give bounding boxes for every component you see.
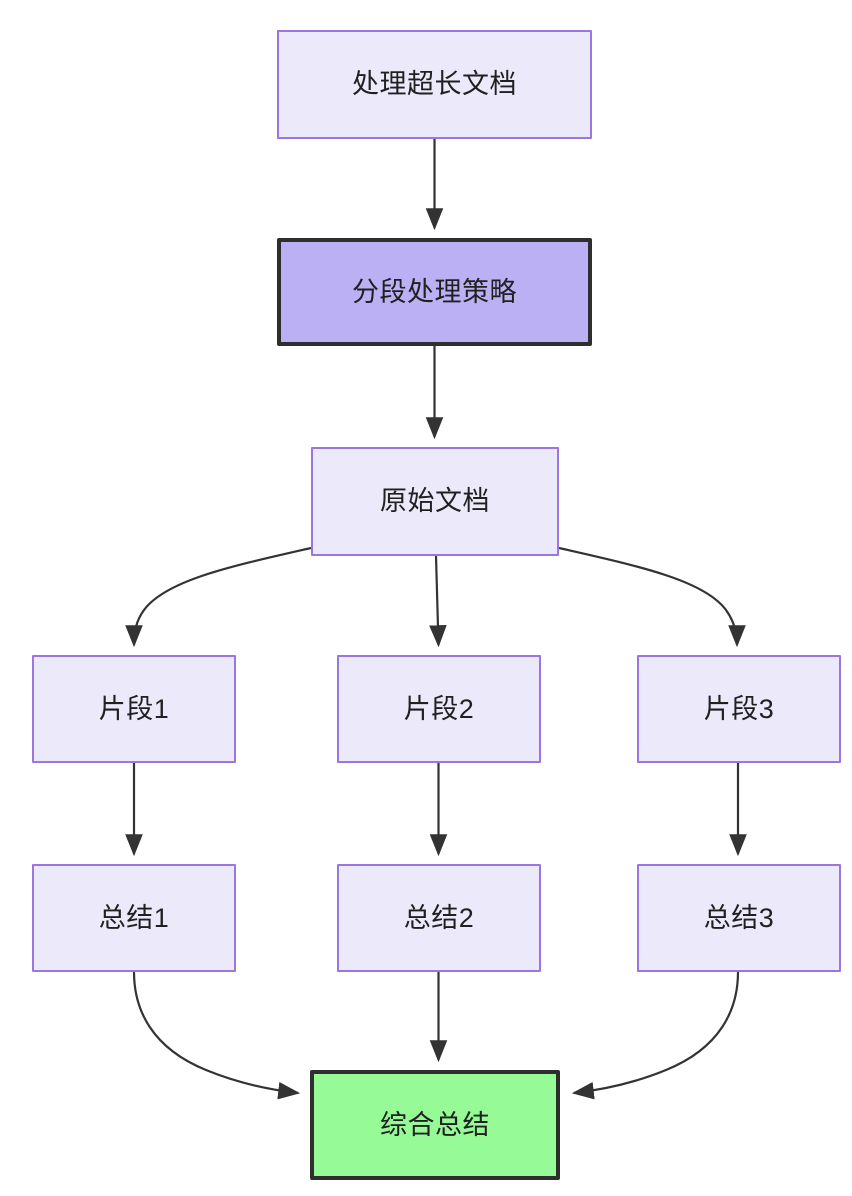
node-process-long-document[interactable]: 处理超长文档	[277, 30, 592, 139]
node-chunk-2[interactable]: 片段2	[337, 655, 541, 763]
node-label: 总结1	[98, 902, 170, 933]
node-label: 综合总结	[380, 1109, 490, 1140]
node-summary-2[interactable]: 总结2	[337, 864, 541, 972]
edge-summary1-to-final-summary	[132, 971, 301, 1100]
node-chunk-1[interactable]: 片段1	[32, 655, 236, 763]
node-chunk-3[interactable]: 片段3	[637, 655, 841, 763]
edge-source-doc-to-chunk2	[429, 555, 447, 648]
node-label: 片段3	[703, 693, 775, 724]
node-label: 处理超长文档	[352, 69, 517, 100]
node-summary-1[interactable]: 总结1	[32, 864, 236, 972]
node-final-summary[interactable]: 综合总结	[310, 1070, 560, 1180]
node-label: 分段处理策略	[352, 276, 517, 307]
node-chunking-strategy[interactable]: 分段处理策略	[277, 238, 592, 346]
node-label: 总结2	[403, 902, 475, 933]
node-label: 片段2	[403, 693, 475, 724]
node-summary-3[interactable]: 总结3	[637, 864, 841, 972]
edge-source-doc-to-chunk1	[125, 546, 312, 648]
node-label: 总结3	[703, 902, 775, 933]
node-label: 片段1	[98, 693, 170, 724]
node-label: 原始文档	[380, 486, 490, 517]
node-source-document[interactable]: 原始文档	[311, 447, 559, 556]
edge-source-doc-to-chunk3	[558, 546, 746, 648]
edge-summary3-to-final-summary	[571, 971, 740, 1100]
